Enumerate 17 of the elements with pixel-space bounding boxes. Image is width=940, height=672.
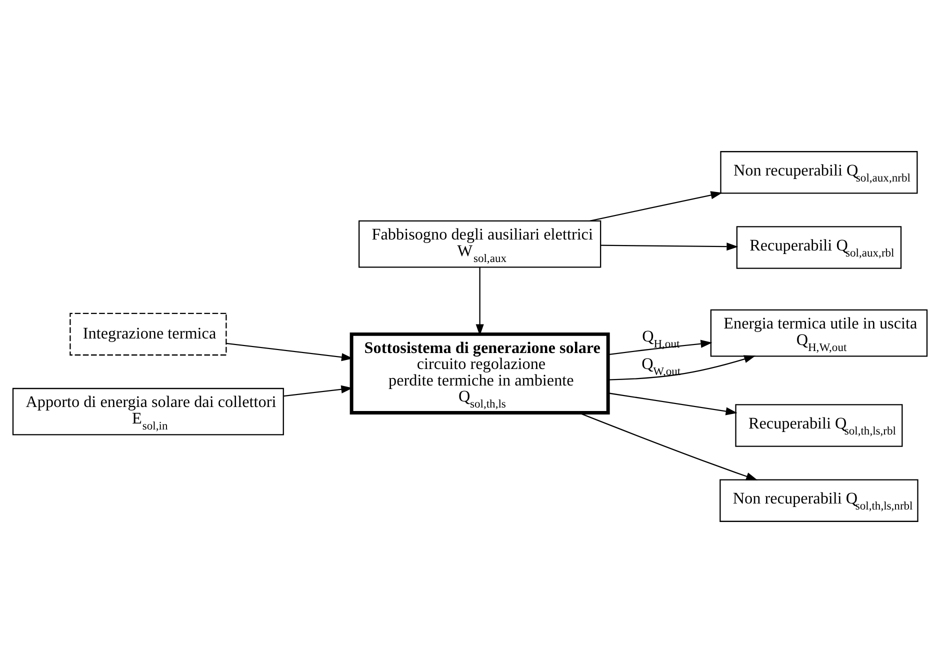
arrow [608, 354, 756, 380]
arrow [476, 266, 484, 336]
node-box: Apporto di energia solare dai collettori E$_{sol,in}$ [12, 387, 284, 435]
node-box: Non recuperabili Q$_{sol,th,ls,nrbl}$ [720, 478, 918, 522]
arrow [608, 339, 712, 355]
arrow [600, 242, 738, 250]
node-box: Energia termica utile in uscita Q$_{H,W,out}$ [710, 308, 928, 356]
node-box: Non recuperabili Q$_{sol,aux,nrbl}$ [720, 150, 918, 194]
arrow [590, 190, 722, 221]
arrow [284, 384, 353, 396]
arrow [578, 412, 758, 480]
arrow [608, 392, 738, 415]
node-box: Fabbisogno degli ausiliari elettrici W$_{sol,aux}$ [358, 220, 602, 268]
node-box: Sottosistema di generazione solare circuito regolazione perdite termiche in ambiente Q$_{sol,th,ls}$ [350, 332, 610, 414]
node-box: Recuperabili Q$_{sol,th,ls,rbl}$ [735, 404, 903, 446]
node-box: Recuperabili Q$_{sol,aux,rbl}$ [736, 226, 902, 268]
node-box: Integrazione termica [70, 312, 227, 356]
